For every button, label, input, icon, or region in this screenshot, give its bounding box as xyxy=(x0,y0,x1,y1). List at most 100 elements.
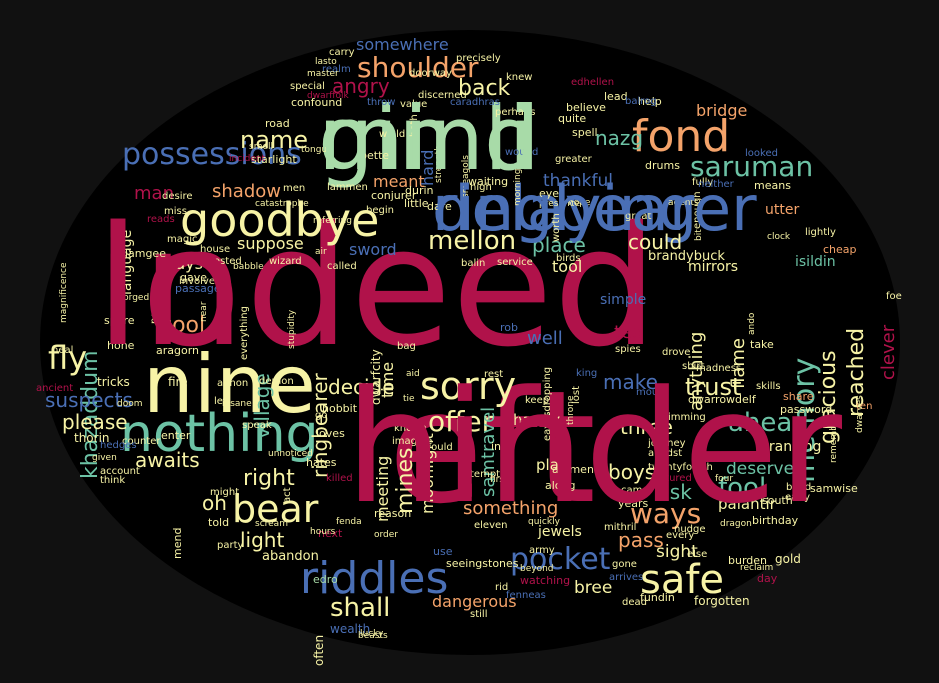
word-burden: burden xyxy=(728,554,768,567)
word-share: share xyxy=(783,390,814,403)
cloud-shape xyxy=(40,30,900,655)
word-suspects: suspects xyxy=(45,388,133,412)
word-arrives: arrives xyxy=(609,572,644,583)
word-king: king xyxy=(576,368,598,379)
word-balrog: balrog xyxy=(625,96,657,107)
word-four: four xyxy=(715,474,734,484)
word-edhellen: edhellen xyxy=(571,77,615,88)
word-bear: bear xyxy=(232,487,319,531)
word-saruman: saruman xyxy=(690,150,814,183)
word-forged: forged xyxy=(120,293,150,303)
word-trimming: trimming xyxy=(660,412,706,423)
word-south: south xyxy=(762,494,793,507)
word-rid: rid xyxy=(495,582,509,593)
word-cheap: cheap xyxy=(823,243,857,256)
word-let: let xyxy=(214,396,227,407)
word-riddles: riddles xyxy=(300,553,449,604)
word-every: every xyxy=(666,530,695,541)
word-caradhras: caradhras xyxy=(450,97,500,108)
word-fundin: fundin xyxy=(640,591,675,604)
word-drums: drums xyxy=(645,159,680,172)
word-rob: rob xyxy=(500,321,518,334)
word-please: please xyxy=(62,410,128,434)
word-bend: bend xyxy=(786,482,812,493)
word-mithril: mithril xyxy=(604,522,637,533)
word-late: late xyxy=(517,415,536,426)
word-shall: shall xyxy=(330,593,391,623)
word-desire: desire xyxy=(162,191,193,202)
word-foe: foe xyxy=(886,291,902,302)
word-nothing: nothing xyxy=(120,404,319,464)
word-madness: madness xyxy=(696,363,742,374)
word-skills: skills xyxy=(756,381,781,392)
word-heal: heal xyxy=(52,345,74,356)
word-indeed: indeed xyxy=(95,191,658,383)
word-sorry: sorry xyxy=(420,364,517,408)
word-drove: drove xyxy=(662,347,691,358)
word-perhaps: perhaps xyxy=(495,107,536,118)
word-might: might xyxy=(210,487,240,498)
word-given: given xyxy=(92,453,117,463)
word-fire: fire xyxy=(168,375,188,389)
word-deserve: deserve xyxy=(726,459,795,479)
word-service: service xyxy=(497,257,533,268)
word-beyond: beyond xyxy=(520,564,554,574)
word-shadow: shadow xyxy=(212,181,281,202)
word-nazg: nazg xyxy=(595,126,644,150)
word-annon: annon xyxy=(217,378,249,389)
word-known: known xyxy=(394,423,427,434)
word-help: help xyxy=(638,95,662,108)
word-ahead: ahead xyxy=(728,408,809,438)
word-greater: greater xyxy=(555,154,592,165)
word-mind: mind xyxy=(318,87,540,190)
word-fully: fully xyxy=(692,177,714,188)
word-air: air xyxy=(315,247,327,257)
word-unnoticed: unnoticed xyxy=(268,449,313,459)
word-clever: clever xyxy=(878,324,899,380)
word-smell: smell xyxy=(249,142,273,152)
word-inn: inn xyxy=(491,440,508,453)
word-party: party xyxy=(217,540,244,551)
word-told: told xyxy=(208,516,230,529)
word-birds: birds xyxy=(556,253,581,264)
word-password: password xyxy=(780,403,833,416)
word-high: high xyxy=(470,182,492,193)
word-beasts: beasts xyxy=(358,631,388,641)
word-road: road xyxy=(265,117,290,130)
word-rest: rest xyxy=(484,369,504,380)
word-meant: meant xyxy=(373,172,425,191)
word-throw: throw xyxy=(367,97,396,108)
word-mellon: mellon xyxy=(428,226,517,256)
word-often: often xyxy=(312,634,326,666)
word-doom: doom xyxy=(117,399,143,409)
word-thankful: thankful xyxy=(543,171,613,191)
word-suppose: suppose xyxy=(237,234,304,253)
word-magic: magic xyxy=(167,234,198,245)
word-seeingstones: seeingstones xyxy=(446,557,519,570)
word-hedges: hedges xyxy=(100,440,137,451)
word-loves: loves xyxy=(316,427,345,440)
word-tricks: tricks xyxy=(97,375,130,389)
word-imagine: imagine xyxy=(392,436,433,447)
word-tea: tea xyxy=(614,322,644,343)
word-delaying: delaying xyxy=(432,172,698,245)
word-better: better xyxy=(360,149,394,162)
word-ammen: ammen xyxy=(552,463,594,476)
word-something: something xyxy=(463,498,559,519)
word-hours: hours xyxy=(310,527,336,537)
word-amidst: amidst xyxy=(648,448,683,459)
word-hope: hope xyxy=(568,198,591,208)
word-awaits: awaits xyxy=(135,448,200,472)
word-tie: tie xyxy=(403,394,415,404)
word-magnificence: magnificence xyxy=(59,262,69,323)
word-boyso: boyso xyxy=(608,460,668,484)
word-along: along xyxy=(545,479,576,492)
word-lammen: lammen xyxy=(327,182,368,193)
word-shoulder: shoulder xyxy=(357,51,479,84)
word-think: think xyxy=(100,475,126,486)
word-clock: clock xyxy=(767,232,791,242)
word-gold: gold xyxy=(775,552,801,566)
word-go: go xyxy=(315,410,328,421)
word-insane: insane xyxy=(222,399,252,409)
word-doorway: doorway xyxy=(409,68,452,79)
